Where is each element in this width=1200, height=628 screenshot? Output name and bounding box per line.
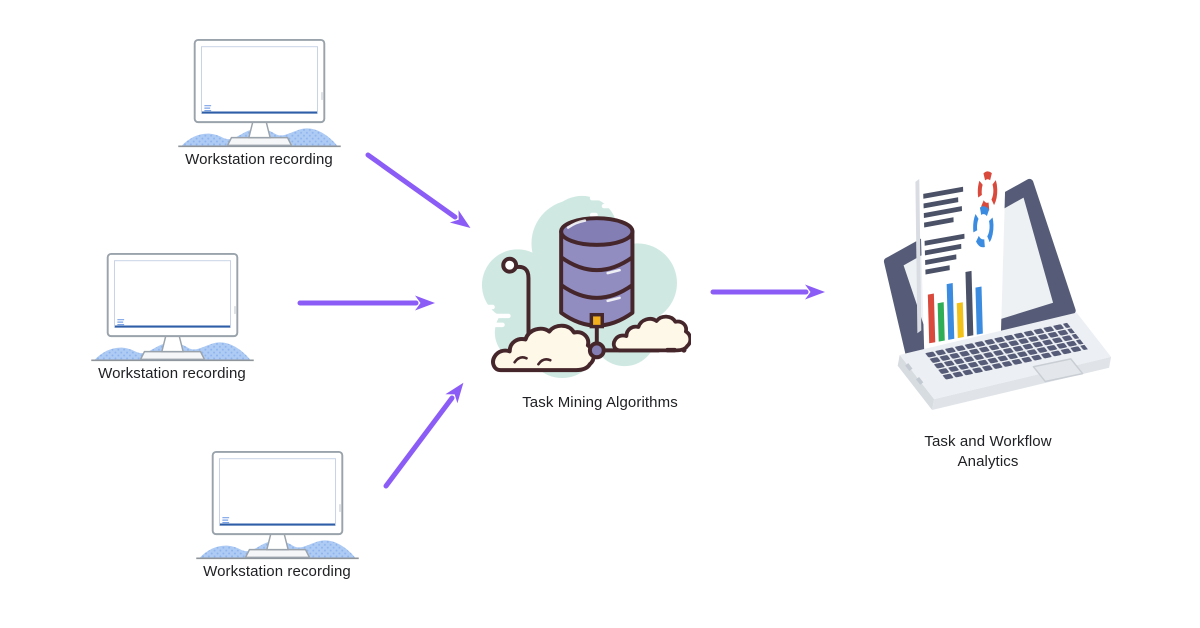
desktop-monitor-icon <box>177 38 342 156</box>
cloud-database-icon <box>465 195 691 379</box>
network-node-dot <box>587 341 606 360</box>
desktop-monitor-icon <box>195 450 360 568</box>
workstation-1-label: Workstation recording <box>185 151 333 168</box>
workstation-3-label: Workstation recording <box>203 563 351 580</box>
laptop-analytics-icon <box>883 163 1112 410</box>
arrow-workstation1-to-taskmining <box>365 152 471 229</box>
database-cylinder <box>559 216 635 328</box>
donut-chart-red <box>977 171 998 211</box>
desktop-monitor-icon <box>90 252 255 370</box>
antenna-ring <box>501 256 519 274</box>
task-mining-label: Task Mining Algorithms <box>522 394 678 411</box>
workstation-2-label: Workstation recording <box>98 365 246 382</box>
laptop-trackpad <box>1032 358 1084 383</box>
connector-plug <box>589 312 604 329</box>
donut-chart-blue <box>973 206 994 248</box>
report-text-lines <box>923 186 965 275</box>
bar-chart <box>927 270 983 344</box>
antenna-line <box>513 264 531 335</box>
report-content <box>923 171 998 344</box>
speed-dash-decoration <box>465 195 632 336</box>
analytics-label: Task and Workflow Analytics <box>924 433 1052 471</box>
arrow-workstation3-to-taskmining <box>383 382 464 489</box>
laptop-keyboard <box>924 322 1089 381</box>
